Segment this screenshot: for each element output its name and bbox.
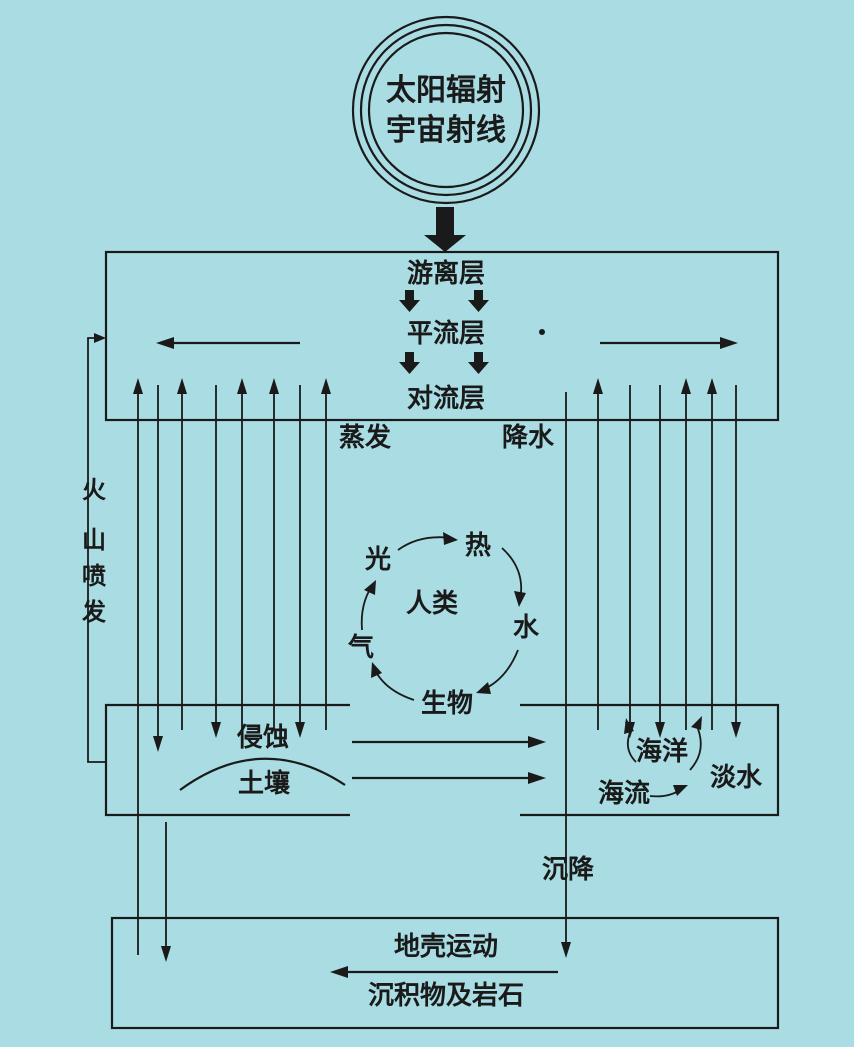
layer-down-arrows <box>399 290 489 374</box>
volcano-flow <box>87 333 106 763</box>
ocean-circulation-arrows <box>624 716 702 798</box>
radiation-arrow <box>424 207 466 252</box>
volcano-char-4: 发 <box>81 598 106 626</box>
cycle-heat: 热 <box>465 531 491 561</box>
sun-label-line1: 太阳辐射 <box>386 73 506 108</box>
dot-marker <box>539 329 545 335</box>
sun-node: 太阳辐射 宇宙射线 <box>351 15 541 205</box>
crust-box <box>110 916 780 1030</box>
sun-label-line2: 宇宙射线 <box>386 113 506 148</box>
sedimentation-label: 沉降 <box>542 855 595 885</box>
atmosphere-flow-left <box>156 337 300 349</box>
surface-box <box>104 703 780 817</box>
crust-movement-label: 地壳运动 <box>394 932 498 962</box>
precipitation-label: 降水 <box>502 423 555 453</box>
volcano-char-3: 喷 <box>82 562 106 590</box>
soil-label: 土壤 <box>238 768 291 799</box>
volcano-char-2: 山 <box>82 526 106 554</box>
soil-arc <box>179 757 346 791</box>
atmosphere-layer-1: 游离层 <box>407 258 485 289</box>
cycle-water: 水 <box>513 613 540 643</box>
cycle-gas: 气 <box>347 632 374 663</box>
erosion-label: 侵蚀 <box>236 723 289 753</box>
evaporation-label: 蒸发 <box>339 422 391 453</box>
atmosphere-layer-3: 对流层 <box>407 384 485 414</box>
land-ocean-flow-1 <box>352 736 546 748</box>
atmosphere-box <box>104 250 780 422</box>
atmosphere-flow-right <box>600 337 738 349</box>
freshwater-label: 淡水 <box>710 763 763 793</box>
cycle-light: 光 <box>364 545 391 575</box>
crust-flow-arrow <box>330 966 558 978</box>
human-cycle: 人类 光 热 水 生物 气 <box>347 531 540 719</box>
ocean-atmosphere-arrows <box>561 378 741 958</box>
current-label: 海流 <box>598 779 650 809</box>
volcano-char-1: 火 <box>82 476 106 504</box>
rocks-label: 沉积物及岩石 <box>368 981 524 1011</box>
cycle-center-label: 人类 <box>406 589 458 619</box>
ocean-label: 海洋 <box>636 736 688 767</box>
land-ocean-flow-2 <box>352 772 546 784</box>
atmosphere-layer-2: 平流层 <box>407 319 485 349</box>
land-atmosphere-arrows <box>133 378 331 962</box>
cycle-biota: 生物 <box>421 689 473 719</box>
